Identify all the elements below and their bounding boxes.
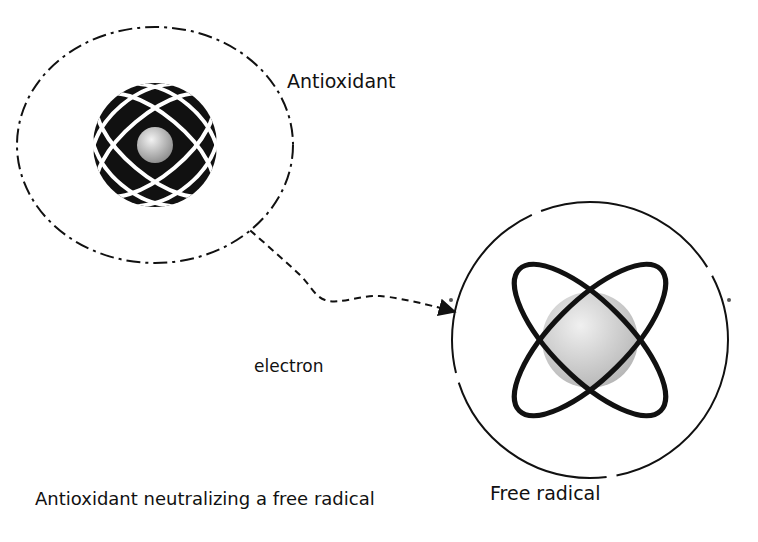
atom-outline [15, 25, 295, 265]
free-radical-atom [449, 242, 731, 437]
atom-label: Free radical [490, 482, 601, 504]
antioxidant-atom: Antioxidant [15, 25, 295, 265]
free-radical-atom: Free radical [450, 200, 730, 480]
atom-label: Antioxidant [287, 70, 396, 92]
antioxidant-atom [66, 59, 243, 231]
caption: Antioxidant neutralizing a free radical [35, 488, 375, 509]
atom-outline [450, 200, 730, 480]
electron-arrow [250, 230, 455, 311]
edge-label: electron [252, 356, 325, 376]
